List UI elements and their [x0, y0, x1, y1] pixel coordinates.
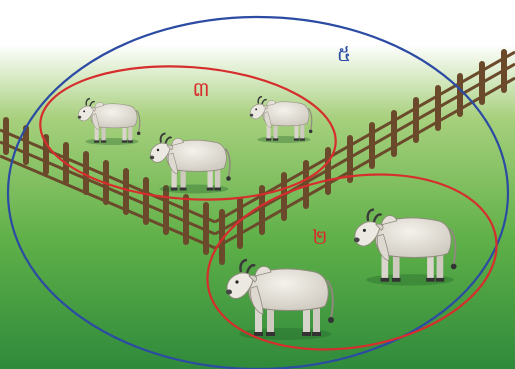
label-group-top: ៣ [192, 77, 209, 101]
label-group-bottom: ២ [312, 225, 327, 249]
label-total: ៥ [337, 42, 351, 66]
